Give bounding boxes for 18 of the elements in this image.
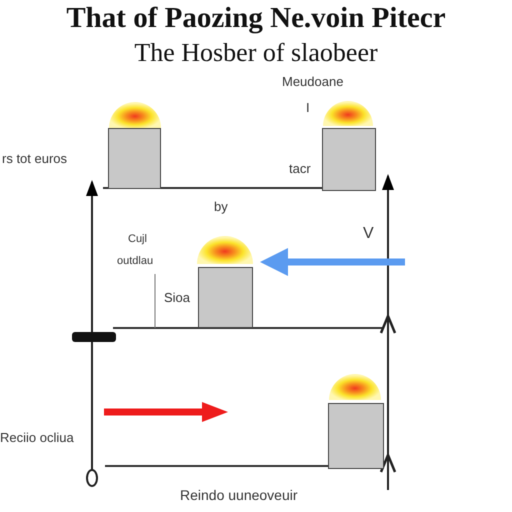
label: V (363, 226, 374, 241)
label: outdlau (117, 254, 154, 269)
block (108, 128, 161, 189)
label: Reciio ocliua (0, 430, 74, 445)
label: Meudoane (282, 74, 344, 89)
arrow (260, 248, 405, 276)
label: Reindo uuneoveuir (180, 488, 298, 503)
label: rs tot euros (2, 151, 68, 166)
subtitle: The Hosber of slaobeer (133, 38, 379, 68)
label: tacr (289, 161, 311, 176)
label: Sioa (164, 290, 190, 305)
label: by (214, 199, 228, 214)
label: Cujl (128, 232, 147, 247)
label: I (306, 100, 310, 115)
block (328, 403, 384, 469)
block (198, 267, 253, 328)
block (322, 128, 376, 191)
title: That of Paozing Ne.voin Pitecr (65, 2, 447, 34)
